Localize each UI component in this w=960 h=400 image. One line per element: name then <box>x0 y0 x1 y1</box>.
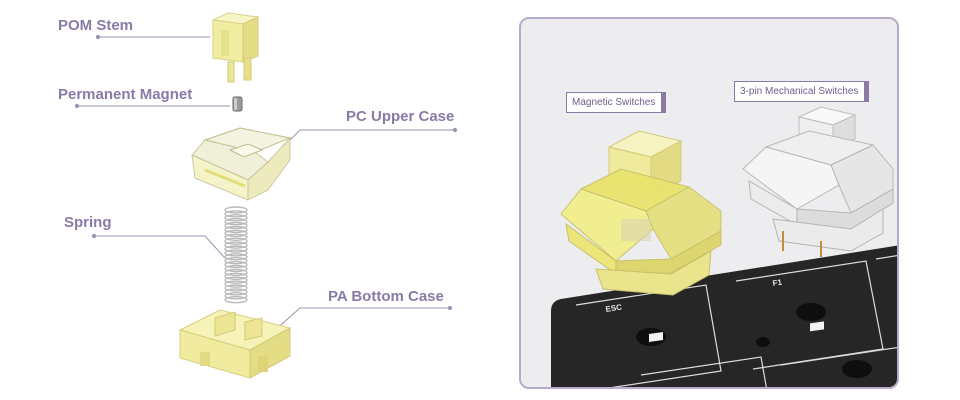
spring-coil <box>224 221 248 230</box>
label-spring: Spring <box>64 214 112 231</box>
spring-coil <box>224 241 248 249</box>
label-pc-upper-case: PC Upper Case <box>346 108 455 125</box>
spring-coil <box>224 237 248 245</box>
spring-coil <box>224 264 248 273</box>
spring-coil <box>224 268 248 277</box>
pa-bottom-case-part <box>178 309 292 379</box>
spring-coil <box>224 233 248 242</box>
spring-coil <box>224 229 248 238</box>
label-pa-bottom-case: PA Bottom Case <box>328 288 444 305</box>
spring-coil <box>224 260 248 269</box>
label-pom-stem: POM Stem <box>58 17 134 34</box>
spring-coil <box>224 217 248 226</box>
key-cutout-esc <box>575 284 722 387</box>
spring-coil <box>224 245 248 253</box>
magnetic-switches-tag: Magnetic Switches <box>566 92 667 113</box>
exploded-view-diagram <box>74 12 458 379</box>
comparison-illustration: ESC F1 <box>551 106 897 387</box>
mechanical-switches-tag: 3-pin Mechanical Switches <box>734 81 870 102</box>
mechanical-switch-illustration <box>742 106 894 257</box>
spring-coil <box>224 253 248 261</box>
pom-stem-part <box>211 12 260 83</box>
magnetic-switch-illustration <box>560 130 722 296</box>
key-cutout-lower-left <box>640 356 767 387</box>
spring-coil <box>224 284 248 292</box>
spring-coil <box>224 272 248 280</box>
key-cutout-lower <box>780 346 897 366</box>
spring-coil <box>224 225 248 234</box>
keyboard-plate: ESC F1 <box>551 245 897 387</box>
spring-part <box>224 206 248 304</box>
spring-coil <box>224 210 248 218</box>
spring-coil <box>224 249 248 257</box>
spring-coil <box>224 214 248 222</box>
key-label-f1: F1 <box>772 278 783 288</box>
label-permanent-magnet: Permanent Magnet <box>58 86 193 103</box>
spring-coil <box>224 276 248 284</box>
spring-coil <box>224 288 248 296</box>
spring-coil <box>224 257 248 265</box>
spring-coil <box>224 292 248 300</box>
spring-coil <box>224 296 248 304</box>
pc-upper-case-part <box>191 127 293 201</box>
key-label-esc: ESC <box>605 302 623 313</box>
spring-coil <box>224 206 248 214</box>
switch-comparison-panel: ESC F1 <box>519 17 899 389</box>
permanent-magnet-part <box>232 96 243 112</box>
spring-coil <box>224 280 248 288</box>
